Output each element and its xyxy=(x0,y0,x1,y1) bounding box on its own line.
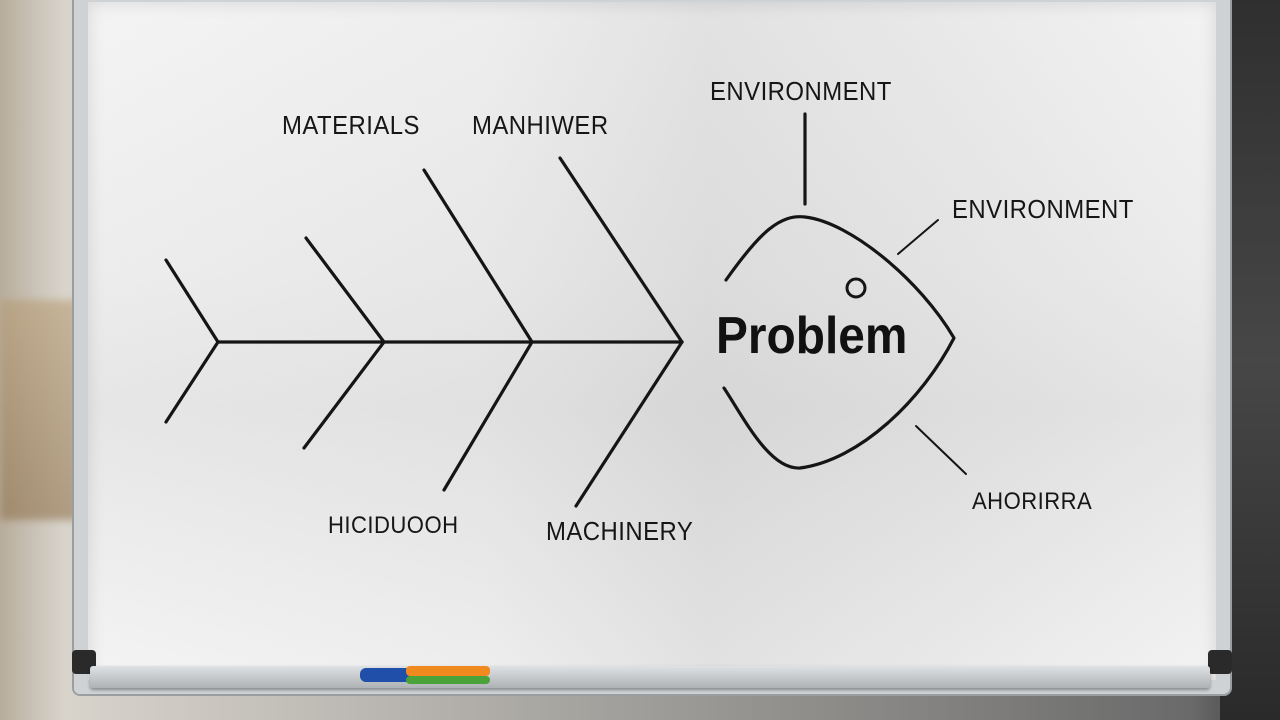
cause-label-top-2: MANHIWER xyxy=(472,110,609,140)
bone-top-1 xyxy=(304,236,386,344)
background-shelf xyxy=(0,300,78,520)
problem-label: Problem xyxy=(716,307,908,365)
problem-circle-mark xyxy=(845,277,867,299)
green-marker[interactable] xyxy=(406,676,490,684)
bone-bottom-2 xyxy=(442,340,534,492)
cause-label-machinery: MACHINERY xyxy=(546,516,694,546)
pointer-bottom xyxy=(915,425,967,475)
fishbone-tail xyxy=(164,258,220,424)
fish-head-outline xyxy=(722,215,956,470)
head-label-bottom: AHORIRRA xyxy=(972,488,1093,515)
background-window-frame xyxy=(1220,0,1280,720)
cause-label-materials: MATERIALS xyxy=(282,110,420,140)
bone-bottom-3 xyxy=(574,340,684,508)
orange-marker[interactable] xyxy=(406,666,490,676)
bone-bottom-1 xyxy=(302,340,386,450)
bone-top-2 xyxy=(422,168,534,344)
head-label-environment-right: ENVIRONMENT xyxy=(952,194,1134,224)
board-corner-right xyxy=(1208,650,1232,674)
cause-label-bottom-1: HICIDUOOH xyxy=(328,512,459,539)
head-label-environment-top: ENVIRONMENT xyxy=(710,76,892,106)
pointer-right xyxy=(897,219,939,255)
bone-top-3 xyxy=(558,156,684,344)
